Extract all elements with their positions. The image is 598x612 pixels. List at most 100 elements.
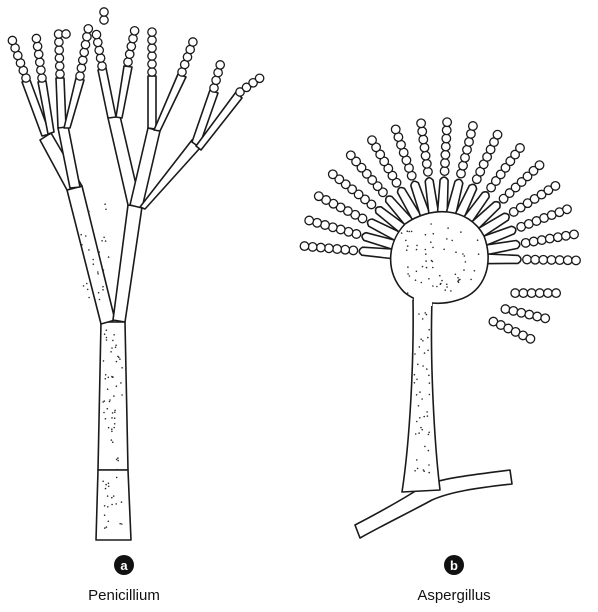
penicillium-stipple — [121, 501, 123, 503]
penicillium-spore — [55, 38, 63, 46]
aspergillus-stipple — [420, 338, 422, 340]
aspergillus-spore — [459, 161, 468, 170]
aspergillus-stipple — [423, 470, 425, 472]
label-a-letter: a — [120, 558, 128, 573]
aspergillus-stipple — [428, 464, 430, 466]
penicillium-branches — [22, 66, 242, 324]
penicillium-stipple — [99, 299, 101, 301]
penicillium-spore — [38, 74, 46, 82]
penicillium-spore — [95, 46, 103, 54]
aspergillus-spore — [501, 305, 510, 314]
aspergillus-stipple — [427, 415, 429, 417]
penicillium-stipple — [114, 417, 116, 419]
penicillium-spore — [100, 8, 108, 16]
aspergillus-stipple — [432, 247, 434, 249]
penicillium-stipple — [121, 394, 123, 396]
aspergillus-spore — [421, 151, 430, 160]
aspergillus-stipple — [425, 260, 427, 262]
aspergillus-stipple — [432, 285, 434, 287]
aspergillus-spore — [465, 138, 474, 147]
aspergillus-stipple — [414, 382, 416, 384]
penicillium-stipple — [108, 256, 110, 258]
penicillium-stipple — [81, 244, 83, 246]
penicillium-stipple — [108, 486, 110, 488]
aspergillus-stipple — [416, 249, 418, 251]
aspergillus-spore — [420, 143, 429, 152]
penicillium-stipple — [103, 360, 105, 362]
penicillium-stipple — [105, 209, 107, 211]
aspergillus-stipple — [424, 312, 426, 314]
penicillium-stipple — [105, 378, 107, 380]
penicillium-stipple — [111, 439, 113, 441]
aspergillus-stipple — [465, 261, 467, 263]
aspergillus-spore — [368, 136, 377, 145]
penicillium-spore — [56, 70, 64, 78]
aspergillus-spore — [517, 309, 526, 318]
penicillium-stipple — [115, 347, 117, 349]
aspergillus-stipple — [422, 340, 424, 342]
penicillium-stipple — [116, 477, 118, 479]
aspergillus-stipple — [446, 284, 448, 286]
aspergillus-stipple — [431, 260, 433, 262]
aspergillus-stipple — [425, 253, 427, 255]
penicillium-stipple — [98, 251, 100, 253]
penicillium-spore — [55, 46, 63, 54]
aspergillus-stipple — [416, 245, 418, 247]
penicillium-stipple — [109, 401, 111, 403]
penicillium-stipple — [107, 408, 109, 410]
penicillium-stipple — [106, 339, 108, 341]
penicillium-spore — [83, 33, 91, 41]
penicillium-stipple — [101, 240, 103, 242]
aspergillus-stipple — [428, 450, 430, 452]
penicillium-stipple — [111, 504, 113, 506]
penicillium-stipple — [104, 333, 106, 335]
aspergillus-stipple — [422, 318, 424, 320]
aspergillus-spore — [333, 245, 342, 254]
aspergillus-spore — [441, 151, 450, 160]
aspergillus-spore — [300, 242, 309, 251]
penicillium-stipple — [112, 340, 114, 342]
aspergillus-spore — [315, 192, 324, 201]
penicillium-spore — [80, 48, 88, 56]
penicillium-spore — [127, 42, 135, 50]
aspergillus-spore — [527, 289, 536, 298]
penicillium-stipple — [104, 400, 106, 402]
aspergillus-stipple — [426, 314, 428, 316]
penicillium-stipple — [111, 347, 113, 349]
aspergillus-stipple — [432, 267, 434, 269]
aspergillus-spore — [509, 307, 518, 316]
aspergillus-spore — [336, 225, 345, 234]
penicillium-spore — [100, 16, 108, 24]
aspergillus-stipple — [443, 249, 445, 251]
aspergillus-spore — [511, 289, 520, 298]
penicillium-spore — [55, 54, 63, 62]
aspergillus-spore — [347, 151, 356, 160]
aspergillus-stipple — [424, 446, 426, 448]
penicillium-spore — [124, 58, 132, 66]
aspergillus-spore — [423, 160, 432, 169]
aspergillus-stipple — [407, 245, 409, 247]
aspergillus-stipple — [422, 365, 424, 367]
aspergillus-spore — [529, 237, 538, 246]
aspergillus-stipple — [418, 432, 420, 434]
aspergillus-stipple — [416, 379, 418, 381]
penicillium-stipple — [111, 417, 113, 419]
aspergillus-spore — [547, 256, 556, 265]
aspergillus-spore — [391, 125, 400, 134]
aspergillus-stipple — [462, 253, 464, 255]
penicillium-spore — [148, 68, 156, 76]
aspergillus-spore — [329, 170, 338, 179]
aspergillus-caption: Aspergillus — [417, 587, 490, 604]
penicillium-stipple — [80, 234, 82, 236]
aspergillus-stipple — [414, 353, 416, 355]
aspergillus-spore — [516, 144, 525, 153]
aspergillus-stipple — [418, 405, 420, 407]
penicillium-illustration — [8, 8, 264, 540]
penicillium-stipple — [105, 374, 107, 376]
penicillium-stipple — [120, 382, 122, 384]
penicillium-stipple — [121, 367, 123, 369]
penicillium-spore — [81, 40, 89, 48]
aspergillus-spore — [562, 232, 571, 241]
aspergillus-spore — [523, 255, 532, 264]
penicillium-stipple — [105, 418, 107, 420]
